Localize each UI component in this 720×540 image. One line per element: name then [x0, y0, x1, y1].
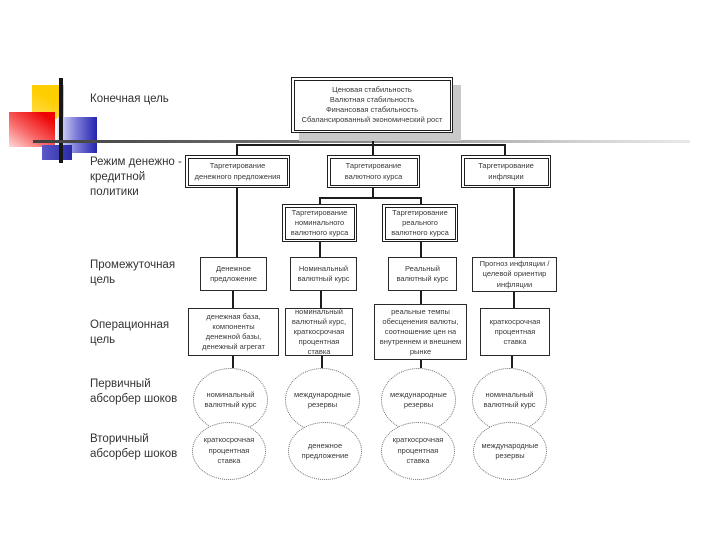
secondary-absorber-text: краткосрочная процентная ставка [392, 435, 444, 466]
connector-line [372, 146, 374, 155]
operational-goal-text: краткосрочная процентная ставка [489, 316, 541, 347]
connector-line [372, 134, 374, 145]
row-label-final-goal: Конечная цель [90, 93, 169, 105]
row-label-intermediate-goal: Промежуточная цель [90, 259, 176, 286]
intermediate-goal-text: Денежное предложение [210, 263, 257, 283]
row-label-operational-goal: Операционная цель [90, 319, 170, 346]
primary-absorber-text: международные резервы [294, 389, 351, 410]
sub-regime-box-nominal-rate-targeting: Таргетирование номинального валютного ку… [282, 204, 357, 242]
intermediate-goal-box: Номинальный валютный курс [290, 257, 357, 291]
primary-absorber-text: номинальный валютный курс [483, 389, 536, 410]
connector-line [420, 242, 422, 257]
final-goal-text: Ценовая стабильность Валютная стабильнос… [301, 84, 443, 125]
intermediate-goal-text: Реальный валютный курс [396, 263, 449, 283]
decor-vertical-line [59, 78, 63, 163]
primary-absorber-circle: номинальный валютный курс [193, 368, 268, 432]
primary-absorber-text: номинальный валютный курс [204, 389, 257, 410]
secondary-absorber-circle: международные резервы [473, 422, 547, 480]
connector-line [513, 188, 515, 257]
secondary-absorber-text: денежное предложение [301, 440, 349, 461]
secondary-absorber-text: международные резервы [481, 440, 539, 461]
regime-text: Таргетирование инфляции [478, 161, 534, 181]
connector-line [321, 356, 323, 368]
connector-line [420, 199, 422, 205]
operational-goal-box: краткосрочная процентная ставка [480, 308, 550, 356]
sub-regime-box-real-rate-targeting: Таргетирование реального валютного курса [382, 204, 458, 242]
connector-line [236, 144, 506, 146]
connector-line [420, 291, 422, 306]
operational-goal-text: денежная база, компоненты денежной базы,… [202, 311, 265, 352]
intermediate-goal-box: Прогноз инфляции / целевой ориентир инфл… [472, 257, 557, 292]
sub-regime-text: Таргетирование реального валютного курса [391, 207, 449, 238]
intermediate-goal-box: Денежное предложение [200, 257, 267, 291]
connector-line [320, 291, 322, 308]
connector-line [511, 356, 513, 368]
final-goal-box: Ценовая стабильность Валютная стабильнос… [291, 77, 453, 133]
connector-line [319, 242, 321, 257]
connector-line [232, 356, 234, 368]
row-label-secondary-absorber: Вторичный абсорбер шоков [90, 433, 178, 460]
primary-absorber-circle: номинальный валютный курс [472, 368, 547, 432]
header-rule-line [33, 140, 690, 143]
row-label-policy-regime: Режим денежно - кредитной политики [90, 156, 182, 198]
connector-line [319, 197, 422, 199]
secondary-absorber-circle: краткосрочная процентная ставка [192, 422, 266, 480]
operational-goal-box: реальные темпы обесценения валюты, соотн… [374, 304, 467, 360]
connector-line [236, 146, 238, 155]
secondary-absorber-circle: денежное предложение [288, 422, 362, 480]
secondary-absorber-circle: краткосрочная процентная ставка [381, 422, 455, 480]
connector-line [232, 291, 234, 308]
primary-absorber-text: международные резервы [390, 389, 447, 410]
row-label-primary-absorber: Первичный абсорбер шоков [90, 378, 178, 405]
primary-absorber-circle: международные резервы [285, 368, 360, 432]
sub-regime-text: Таргетирование номинального валютного ку… [290, 207, 349, 238]
connector-line [372, 188, 374, 197]
regime-box-exchange-rate-targeting: Таргетирование валютного курса [327, 155, 420, 188]
connector-line [513, 291, 515, 308]
decor-blue-small-square [42, 145, 72, 160]
operational-goal-text: номинальный валютный курс, краткосрочная… [291, 306, 347, 357]
connector-line [236, 188, 238, 257]
intermediate-goal-text: Прогноз инфляции / целевой ориентир инфл… [479, 259, 550, 289]
operational-goal-text: реальные темпы обесценения валюты, соотн… [379, 306, 462, 357]
intermediate-goal-box: Реальный валютный курс [388, 257, 457, 291]
secondary-absorber-text: краткосрочная процентная ставка [203, 435, 255, 466]
connector-line [319, 199, 321, 205]
regime-box-money-supply-targeting: Таргетирование денежного предложения [185, 155, 290, 188]
connector-line [420, 360, 422, 368]
regime-box-inflation-targeting: Таргетирование инфляции [461, 155, 551, 188]
intermediate-goal-text: Номинальный валютный курс [297, 263, 350, 283]
operational-goal-box: номинальный валютный курс, краткосрочная… [285, 306, 353, 357]
operational-goal-box: денежная база, компоненты денежной базы,… [188, 308, 279, 356]
connector-line [504, 146, 506, 155]
regime-text: Таргетирование валютного курса [344, 161, 403, 181]
regime-text: Таргетирование денежного предложения [194, 161, 281, 181]
